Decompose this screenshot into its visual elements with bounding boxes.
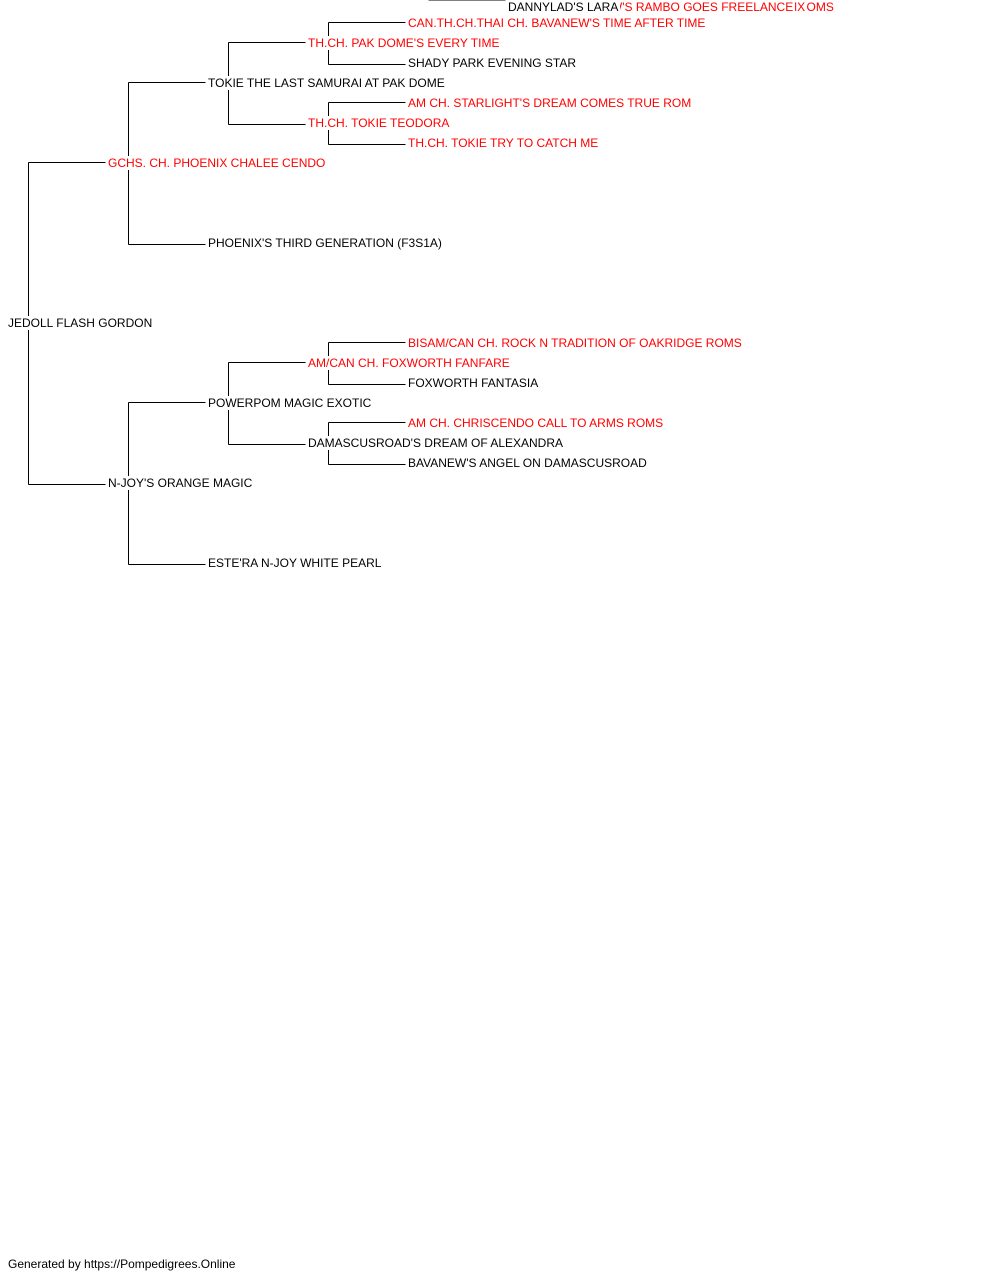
ancestor-name: GCHS. CH. PHOENIX CHALEE CENDO: [108, 156, 328, 170]
ancestor-name: POWERPOM MAGIC EXOTIC: [208, 396, 374, 410]
ancestor-name: TOKIE THE LAST SAMURAI AT PAK DOME: [208, 76, 447, 90]
ancestor-name: SHADY PARK EVENING STAR: [408, 56, 579, 70]
ancestor-name: FOXWORTH FANTASIA: [408, 376, 541, 390]
ancestor-name: AM CH. STARLIGHT'S DREAM COMES TRUE ROM: [408, 96, 694, 110]
ancestor-name: AM/CAN CH. FOXWORTH FANFARE: [308, 356, 512, 370]
ancestor-name: AM CH. CHRISCENDO CALL TO ARMS ROMS: [408, 416, 666, 430]
subject-dog-name: JEDOLL FLASH GORDON: [8, 316, 155, 330]
ancestor-name: TH.CH. PAK DOME'S EVERY TIME: [308, 36, 502, 50]
ancestor-name: TH.CH. TOKIE TEODORA: [308, 116, 452, 130]
ancestor-name: CAN.TH.CH.THAI CH. BAVANEW'S TIME AFTER …: [408, 16, 708, 30]
ancestor-name: DANNYLAD'S LARA: [508, 0, 621, 14]
ancestor-name: PHOENIX'S THIRD GENERATION (F3S1A): [208, 236, 444, 250]
ancestor-name: BISAM/CAN CH. ROCK N TRADITION OF OAKRID…: [408, 336, 744, 350]
ancestor-name: TH.CH. TOKIE TRY TO CATCH ME: [408, 136, 601, 150]
generated-by-footer: Generated by https://Pompedigrees.Online: [8, 1257, 236, 1271]
ancestor-name: ESTE'RA N-JOY WHITE PEARL: [208, 556, 384, 570]
ancestor-name: DAMASCUSROAD'S DREAM OF ALEXANDRA: [308, 436, 566, 450]
ancestor-name: BAVANEW'S ANGEL ON DAMASCUSROAD: [408, 456, 649, 470]
ancestor-name: N-JOY'S ORANGE MAGIC: [108, 476, 255, 490]
